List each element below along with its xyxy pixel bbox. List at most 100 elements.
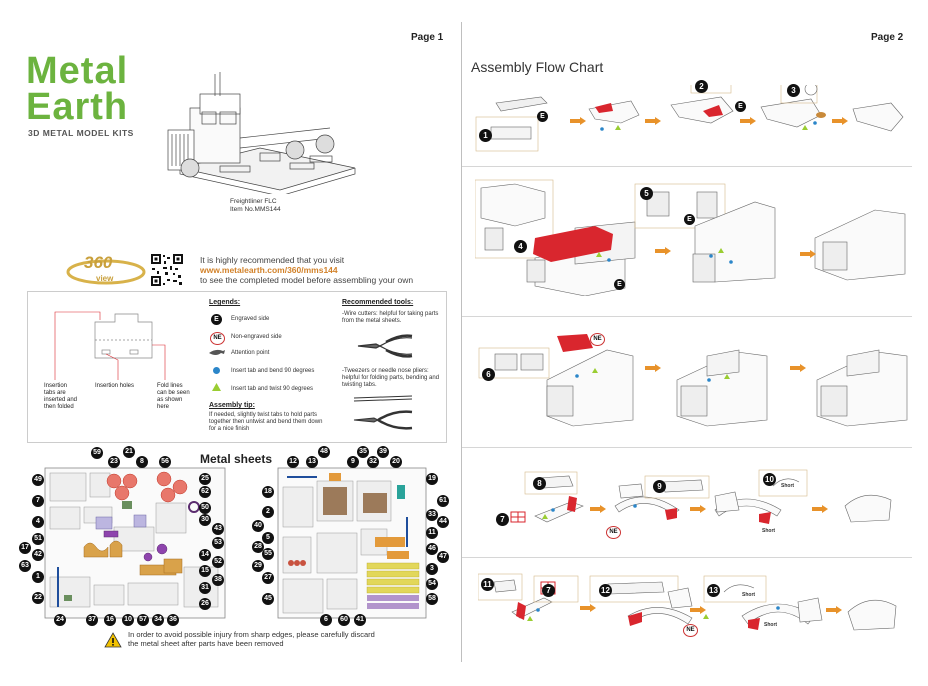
part-number: 47 [437,551,449,563]
short-label: Short [764,622,778,628]
green-triangle-icon [212,383,221,391]
short-label: Short [762,528,776,534]
assembly-tip-title: Assembly tip: [209,402,255,409]
step-number: 7 [542,584,555,597]
step-number: 9 [653,480,666,493]
visit-line3: to see the completed model before assemb… [200,275,414,285]
step-number: 5 [640,187,653,200]
part-number: 48 [318,446,330,458]
part-number: 53 [212,537,224,549]
part-number: 15 [199,565,211,577]
step-number: 10 [763,473,776,486]
part-number: 1 [32,571,44,583]
part-number: 59 [91,447,103,459]
blue-dot-icon [213,367,220,374]
brand-subtitle: 3D METAL MODEL KITS [28,128,134,138]
part-number: 14 [199,549,211,561]
product-item-number: Item No.MMS144 [230,206,281,213]
legends-title: Legends: [209,299,241,306]
tool-wire-cutters: -Wire cutters: helpful for taking parts … [342,311,439,324]
step-number: 7 [496,513,509,526]
flow-arrow-icon [826,606,842,614]
row-divider [462,557,912,558]
visit-website-note: It is highly recommended that you visit … [200,255,413,285]
part-number: 38 [212,574,224,586]
part-number: 62 [199,486,211,498]
flow-arrow-icon [645,117,661,125]
part-number: 61 [437,495,449,507]
step-number: 13 [707,584,720,597]
row-divider [462,316,912,317]
part-number: 10 [122,614,134,626]
flow-arrow-icon [790,364,806,372]
engraved-badge: E [735,101,746,112]
product-name: Freightliner FLC [230,198,277,205]
step-number: 2 [695,80,708,93]
tools-title: Recommended tools: [342,299,414,306]
part-number: 23 [108,456,120,468]
label-insertion-tabs: Insertion tabs are inserted and then fol… [44,383,78,410]
short-label: Short [781,483,795,489]
part-number: 42 [32,549,44,561]
assembly-tip-text: If needed, slightly twist tabs to hold p… [209,412,323,432]
part-number: 45 [262,593,274,605]
qr-code [150,253,184,287]
label-insertion-holes: Insertion holes [95,383,135,389]
part-number: 60 [338,614,350,626]
part-number: 6 [320,614,332,626]
part-number: 17 [19,542,31,554]
part-number: 7 [32,495,44,507]
label-fold-lines: Fold lines can be seen as shown here [157,383,190,410]
non-engraved-badge: NE [606,526,621,539]
part-number: 31 [199,582,211,594]
part-number: 44 [437,516,449,528]
part-number: 41 [354,614,366,626]
non-engraved-badge: NE [210,332,225,345]
tweezers-pliers-icon [353,395,413,430]
row-divider [462,166,912,167]
truck-illustration [167,72,356,194]
part-number: 54 [426,578,438,590]
flow-chart-title: Assembly Flow Chart [471,59,604,75]
legend-attention-point: Attention point [231,350,270,356]
part-number: 34 [152,614,164,626]
part-number: 3 [426,563,438,575]
engraved-badge: E [684,214,695,225]
short-label: Short [742,592,756,598]
part-number: 50 [199,502,211,514]
product-info: Freightliner FLC Item No.MMS144 [230,198,281,214]
step-number: 1 [479,129,492,142]
flow-arrow-icon [655,247,671,255]
attention-point-icon [209,349,225,355]
flow-row-3 [478,334,908,427]
legend-non-engraved: Non-engraved side [231,334,282,340]
flow-row-2 [475,179,906,296]
part-number: 57 [137,614,149,626]
part-number: 36 [167,614,179,626]
flow-arrow-icon [832,117,848,125]
step-number: 3 [787,84,800,97]
tab-diagram [54,311,166,380]
part-number: 21 [123,446,135,458]
part-number: 20 [390,456,402,468]
part-number: 22 [32,592,44,604]
view-360-logo [66,259,146,285]
flow-arrow-icon [800,250,816,258]
part-number: 49 [32,474,44,486]
part-number: 26 [199,598,211,610]
metal-sheet-2 [277,467,427,619]
part-number: 58 [426,593,438,605]
step-number: 4 [514,240,527,253]
brand-logo-line2: Earth [26,86,129,128]
part-number: 28 [252,541,264,553]
step-number: 8 [533,477,546,490]
legend-bend-90: Insert tab and bend 90 degrees [231,368,315,374]
part-number: 16 [104,614,116,626]
flow-arrow-icon [690,606,706,614]
part-number: 2 [262,506,274,518]
visit-url-link[interactable]: www.metalearth.com/360/mms144 [200,265,338,275]
flow-arrow-icon [690,505,706,513]
part-number: 35 [357,446,369,458]
part-number: 30 [199,514,211,526]
